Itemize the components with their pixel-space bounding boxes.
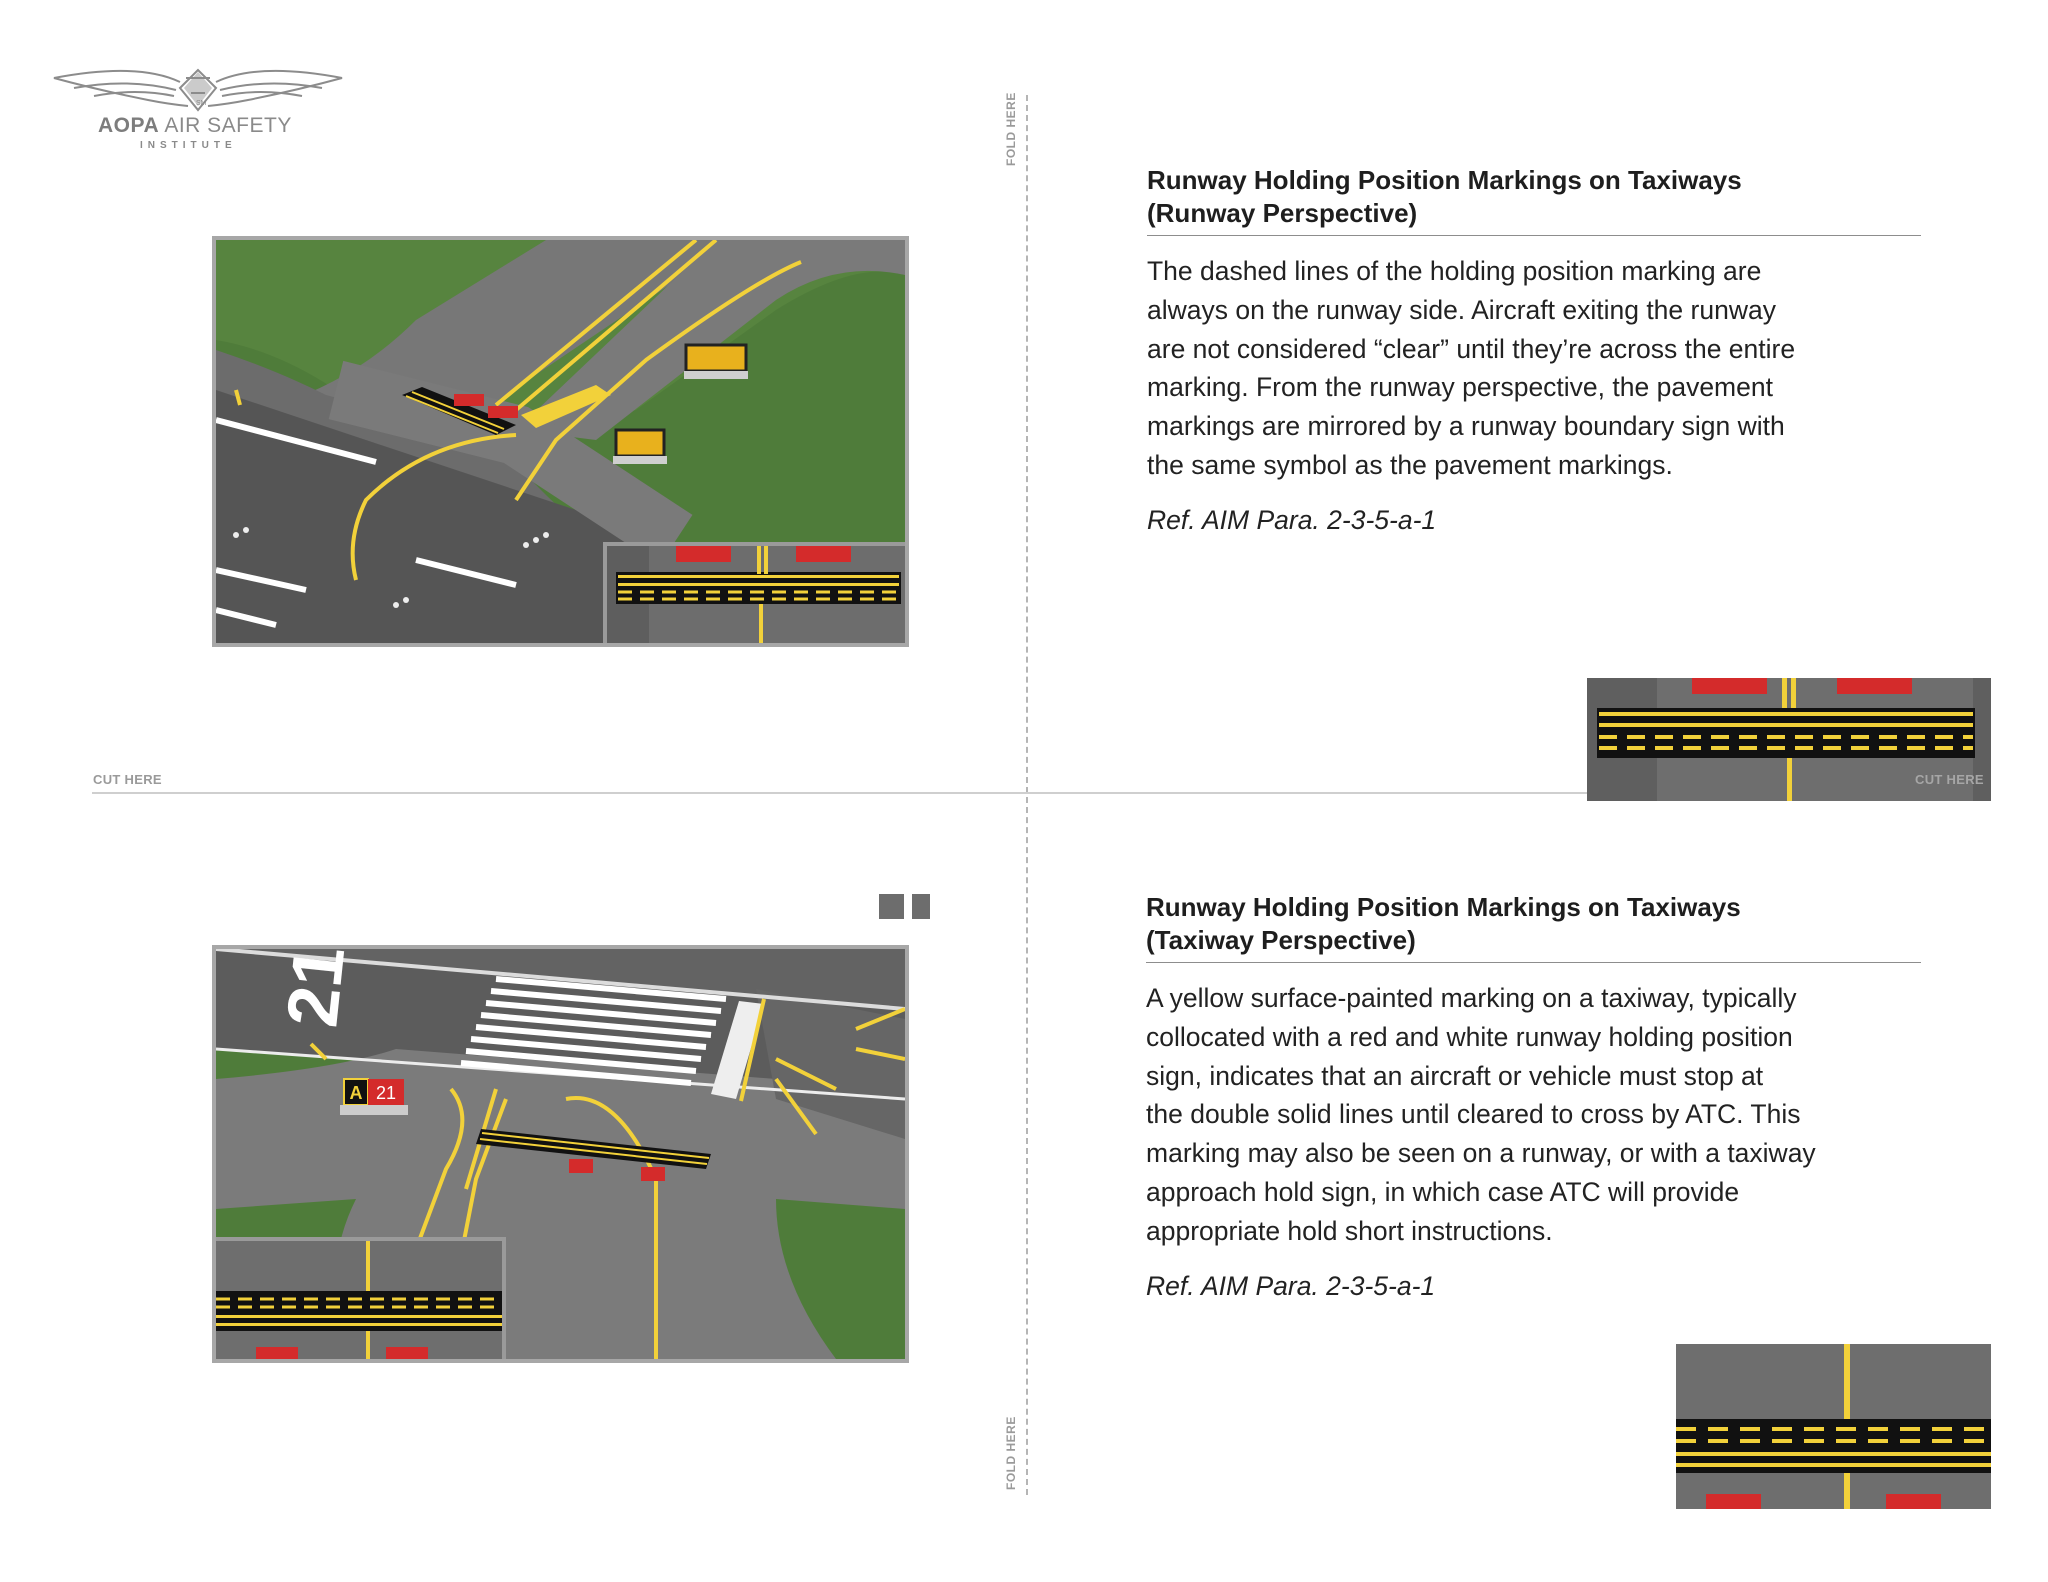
location-sign-letter: A [350, 1083, 363, 1103]
body-line: always on the runway side. Aircraft exit… [1147, 294, 1776, 325]
title-rule [1147, 235, 1921, 236]
taxiway-perspective-illustration: 21 A 21 [212, 945, 909, 1363]
logo-subtitle: INSTITUTE [140, 140, 237, 151]
hold-sign-small-1 [454, 394, 518, 418]
runway-threshold-bars [460, 976, 727, 1086]
body-line: marking. From the runway perspective, th… [1147, 372, 1773, 403]
card-reference: Ref. AIM Para. 2-3-5-a-1 [1146, 1270, 1436, 1301]
card-taxiway-perspective: Runway Holding Position Markings on Taxi… [1146, 891, 1926, 1302]
aopa-wings-logo [53, 68, 343, 112]
card-title-line-2: (Taxiway Perspective) [1146, 925, 1416, 955]
card-body: The dashed lines of the holding position… [1147, 252, 1927, 485]
body-line: the double solid lines until cleared to … [1146, 1099, 1801, 1130]
body-line: marking may also be seen on a runway, or… [1146, 1138, 1816, 1169]
card-title-line-1: Runway Holding Position Markings on Taxi… [1147, 165, 1742, 195]
runway-number: 21 [272, 949, 360, 1031]
fold-label-top: FOLD HERE [1004, 92, 1018, 166]
hold-sign-pavement-2 [569, 1159, 665, 1181]
runway-perspective-illustration [212, 236, 909, 647]
title-rule [1146, 962, 1921, 963]
card-title: Runway Holding Position Markings on Taxi… [1146, 891, 1926, 957]
hold-marking-detail-2 [1676, 1344, 1991, 1509]
cut-line [92, 792, 1970, 794]
card-title-line-2: (Runway Perspective) [1147, 198, 1418, 228]
fold-label-bottom: FOLD HERE [1004, 1416, 1018, 1490]
logo-wordmark: AOPA AIR SAFETY [98, 114, 292, 138]
hold-marking-detail-1 [1587, 678, 1991, 801]
fold-line [1026, 95, 1028, 1495]
logo-name: AIR SAFETY [164, 114, 292, 137]
inset-hold-marking-2 [216, 1237, 506, 1359]
card-runway-perspective: Runway Holding Position Markings on Taxi… [1147, 164, 1927, 536]
body-line: approach hold sign, in which case ATC wi… [1146, 1176, 1740, 1207]
body-line: A yellow surface-painted marking on a ta… [1146, 983, 1797, 1013]
body-line: sign, indicates that an aircraft or vehi… [1146, 1060, 1764, 1091]
service-mark: SM [196, 100, 207, 107]
body-line: are not considered “clear” until they’re… [1147, 333, 1796, 364]
body-line: The dashed lines of the holding position… [1147, 256, 1762, 286]
card-title-line-1: Runway Holding Position Markings on Taxi… [1146, 892, 1741, 922]
cut-label-right: CUT HERE [1915, 772, 1984, 787]
card-body: A yellow surface-painted marking on a ta… [1146, 979, 1926, 1251]
boundary-sign-1 [684, 343, 748, 379]
card-reference: Ref. AIM Para. 2-3-5-a-1 [1147, 504, 1437, 535]
card-title: Runway Holding Position Markings on Taxi… [1147, 164, 1927, 230]
body-line: markings are mirrored by a runway bounda… [1147, 411, 1785, 442]
body-line: the same symbol as the pavement markings… [1147, 449, 1673, 480]
inset-hold-marking [603, 542, 905, 643]
body-line: collocated with a red and white runway h… [1146, 1021, 1793, 1052]
decorative-block [879, 894, 904, 919]
logo-brand: AOPA [98, 114, 160, 137]
cut-label-left: CUT HERE [93, 772, 162, 787]
body-line: appropriate hold short instructions. [1146, 1215, 1553, 1246]
decorative-block [912, 894, 930, 919]
location-sign: A 21 [340, 1078, 408, 1115]
location-sign-runway: 21 [376, 1083, 396, 1103]
boundary-sign-2 [613, 428, 667, 464]
